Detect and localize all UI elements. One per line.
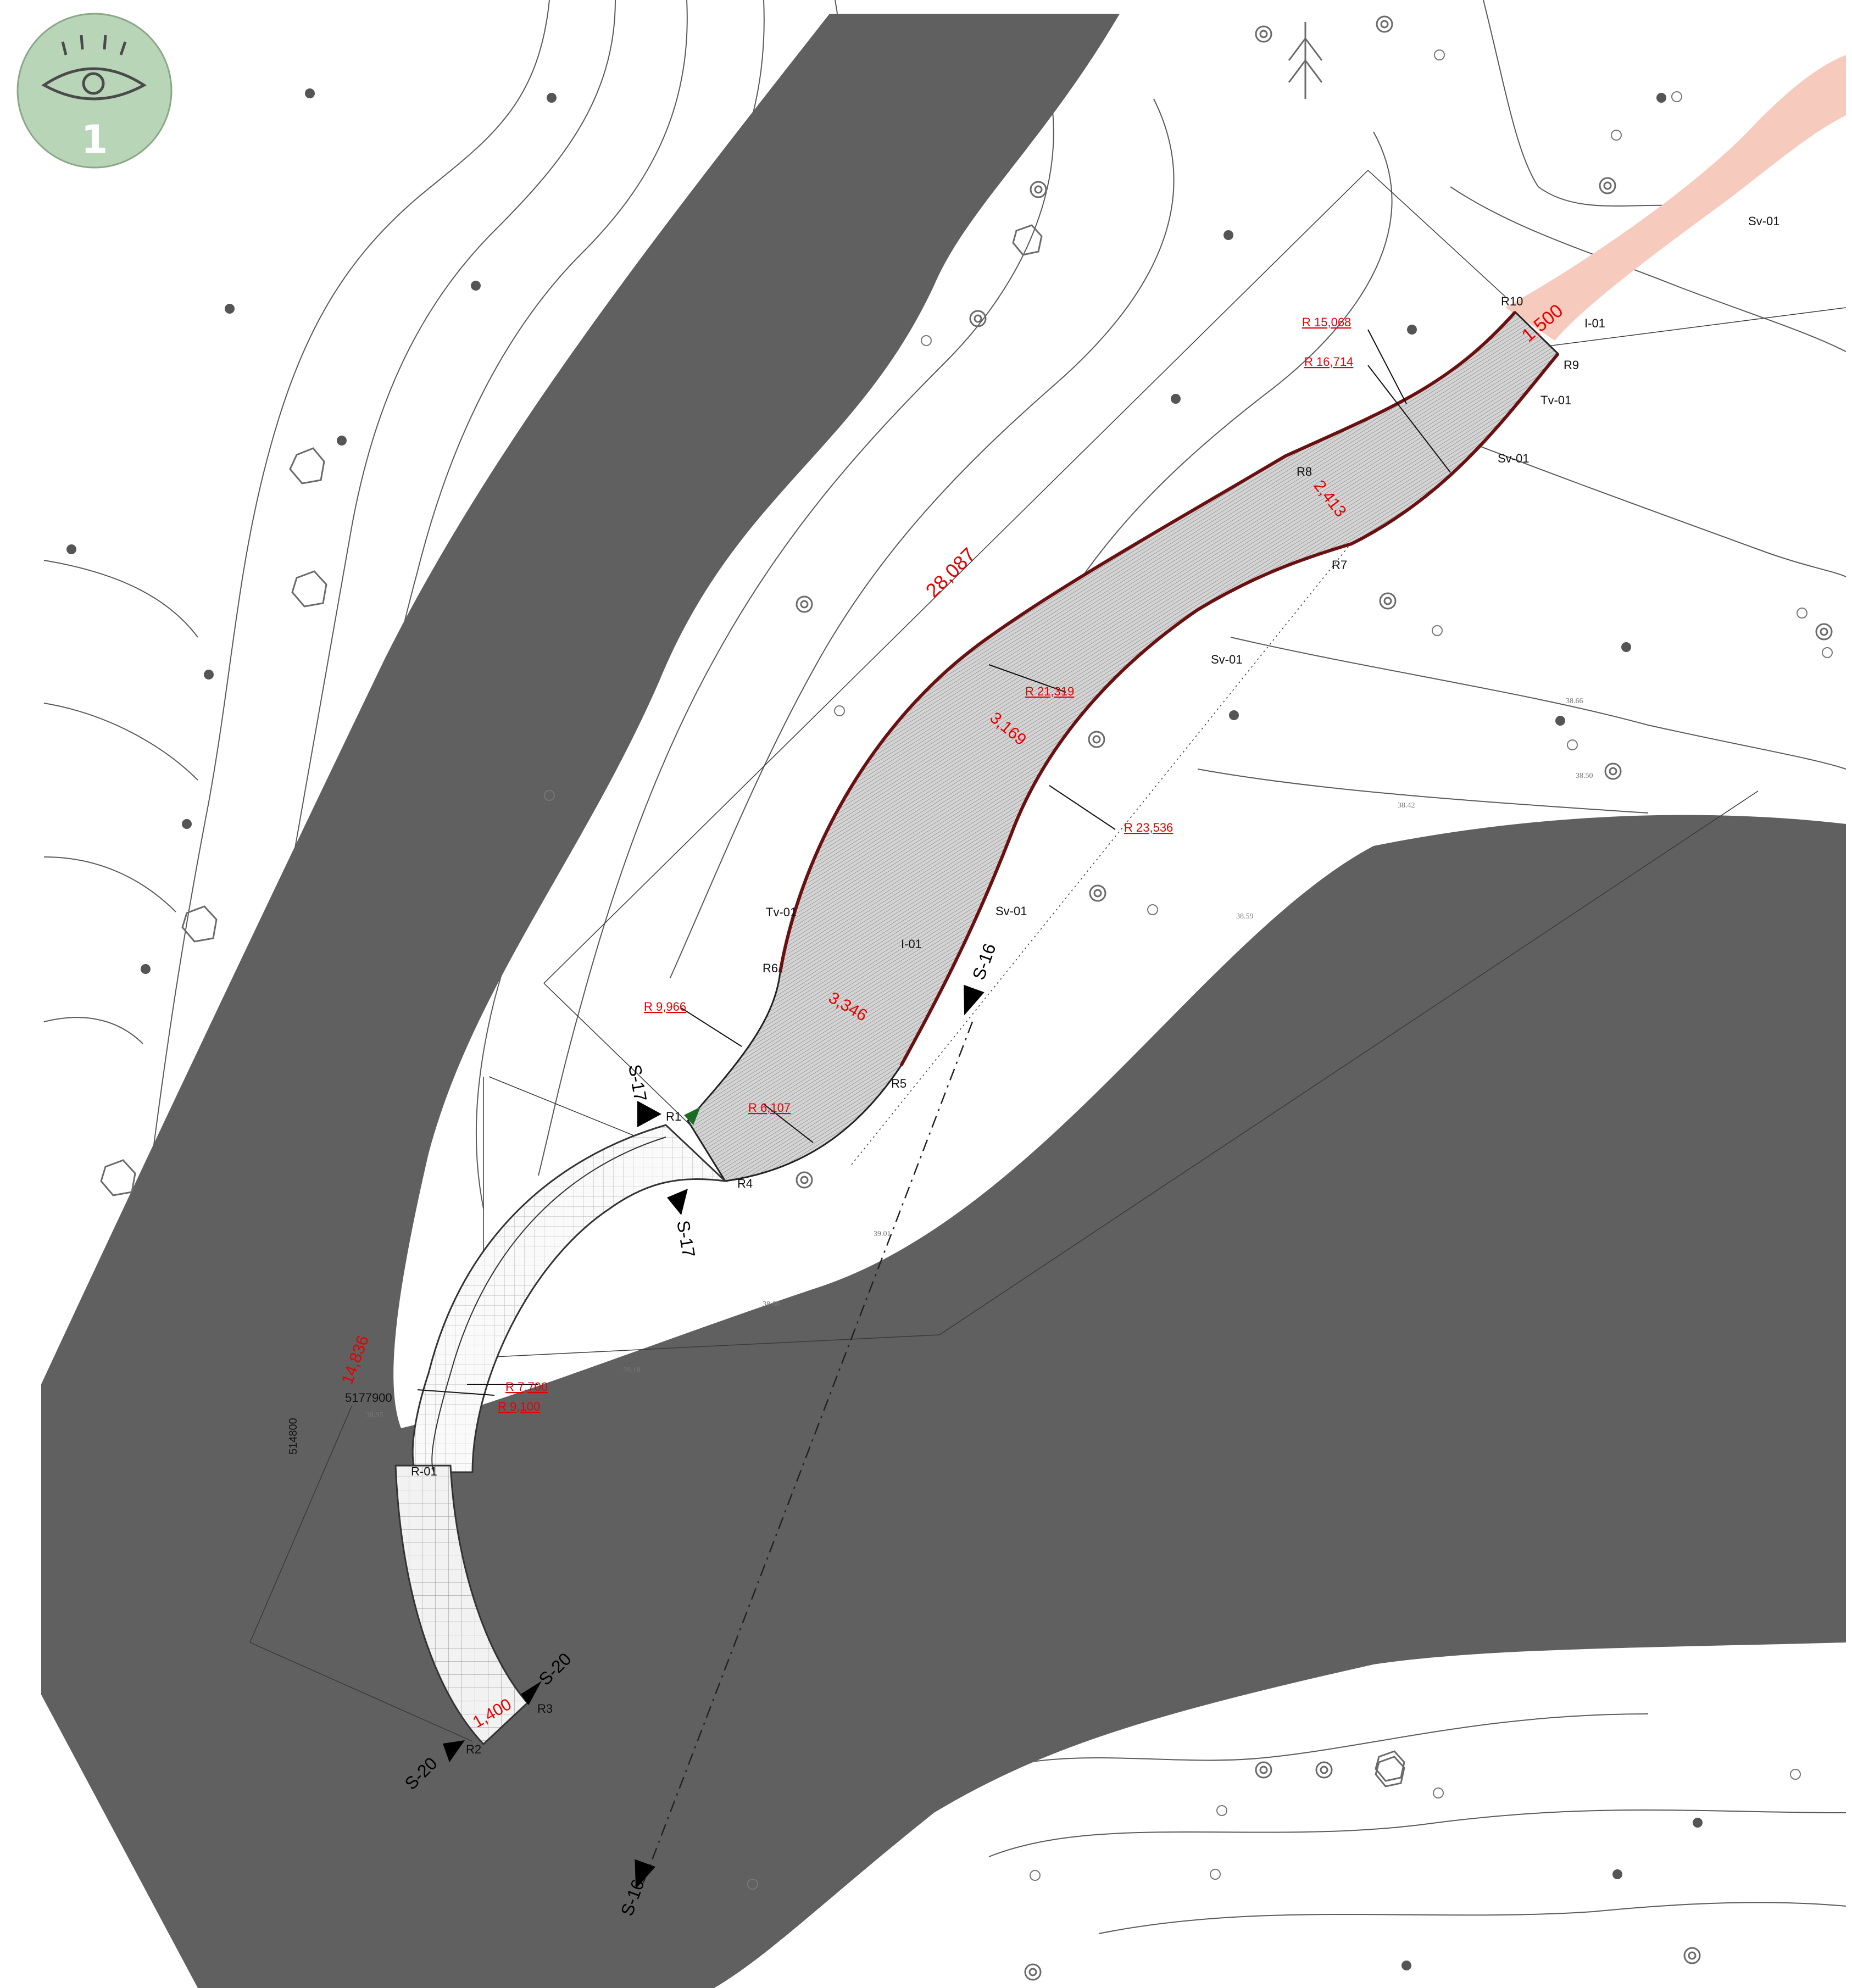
radius-label: R 9,966 <box>644 1000 686 1014</box>
point-r2: R2 <box>466 1742 481 1756</box>
spot-level: 39.01 <box>874 1230 891 1238</box>
rail-lower <box>899 353 1560 1067</box>
section-label-s16: S-16 <box>969 941 1000 983</box>
coord-east: 514800 <box>287 1418 299 1455</box>
spot-level: 39.18 <box>623 1366 641 1374</box>
spot-level: 38.66 <box>1566 697 1583 705</box>
point-r6: R6 <box>763 961 778 975</box>
river <box>41 14 1846 1988</box>
radius-label: R 7,700 <box>505 1380 548 1394</box>
spot-level: 38.60 <box>763 1300 780 1308</box>
material-i01: I-01 <box>1584 316 1605 330</box>
start-marker <box>684 1107 700 1125</box>
point-r4: R4 <box>737 1177 753 1190</box>
section-arrow-s20 <box>443 1740 465 1762</box>
section-arrow-s16 <box>964 984 985 1016</box>
point-labels: R1 R2 R3 R4 R5 R6 R7 R8 R9 R10 <box>466 294 1579 1756</box>
material-tv01: Tv-01 <box>766 905 797 919</box>
spot-levels: 38.60 39.18 38.95 39.01 38.50 38.42 38.6… <box>366 697 1593 1419</box>
material-r01: R-01 <box>411 1464 437 1478</box>
material-sv01: Sv-01 <box>1498 452 1529 465</box>
tree-symbols <box>100 15 1833 1981</box>
point-r5: R5 <box>891 1077 906 1090</box>
radius-label: R 15,068 <box>1302 315 1351 329</box>
material-sv01: Sv-01 <box>995 904 1027 918</box>
section-label-s17: S-17 <box>673 1219 699 1259</box>
radius-label: R 23,536 <box>1124 821 1173 834</box>
existing-path <box>1505 55 1846 341</box>
section-arrow-s17 <box>667 1189 688 1215</box>
material-tv01: Tv-01 <box>1540 393 1571 407</box>
eye-icon <box>41 35 147 101</box>
spot-level: 38.50 <box>1576 772 1593 780</box>
spot-level: 38.42 <box>1398 801 1415 810</box>
survey-points <box>66 88 1703 1970</box>
spot-level: 38.95 <box>366 1411 383 1419</box>
material-labels: Sv-01 Sv-01 Sv-01 Sv-01 Tv-01 Tv-01 I-01… <box>411 214 1779 1478</box>
boundary-lines <box>249 170 1847 1742</box>
point-r3: R3 <box>537 1702 553 1716</box>
section-label-s17: S-17 <box>625 1063 650 1103</box>
material-i01: I-01 <box>901 937 922 951</box>
dimension-lines <box>417 329 1451 1396</box>
section-line-s16 <box>642 1021 974 1885</box>
material-sv01: Sv-01 <box>1748 214 1779 228</box>
point-r7: R7 <box>1332 558 1347 572</box>
point-r8: R8 <box>1297 465 1312 478</box>
view-number: 1 <box>81 117 108 162</box>
section-arrow-s16 <box>635 1859 656 1889</box>
material-sv01: Sv-01 <box>1211 653 1242 666</box>
point-r9: R9 <box>1564 358 1579 372</box>
point-r10: R10 <box>1501 294 1523 308</box>
coord-north: 5177900 <box>345 1391 392 1405</box>
point-r1: R1 <box>666 1110 681 1123</box>
view-badge: 1 <box>16 13 173 169</box>
dimension-length-main: 28,087 <box>921 543 980 602</box>
radius-label: R 9,100 <box>498 1400 540 1413</box>
ramp-lower <box>394 1464 529 1746</box>
radius-label: R 16,714 <box>1304 355 1353 369</box>
section-arrow-s20 <box>521 1681 542 1705</box>
radius-label: R 6,107 <box>748 1101 791 1115</box>
spot-level: 38.59 <box>1236 912 1254 921</box>
radius-label: R 21,319 <box>1025 684 1074 698</box>
section-arrow-s17 <box>637 1101 661 1127</box>
ramp-edge <box>431 1137 666 1473</box>
